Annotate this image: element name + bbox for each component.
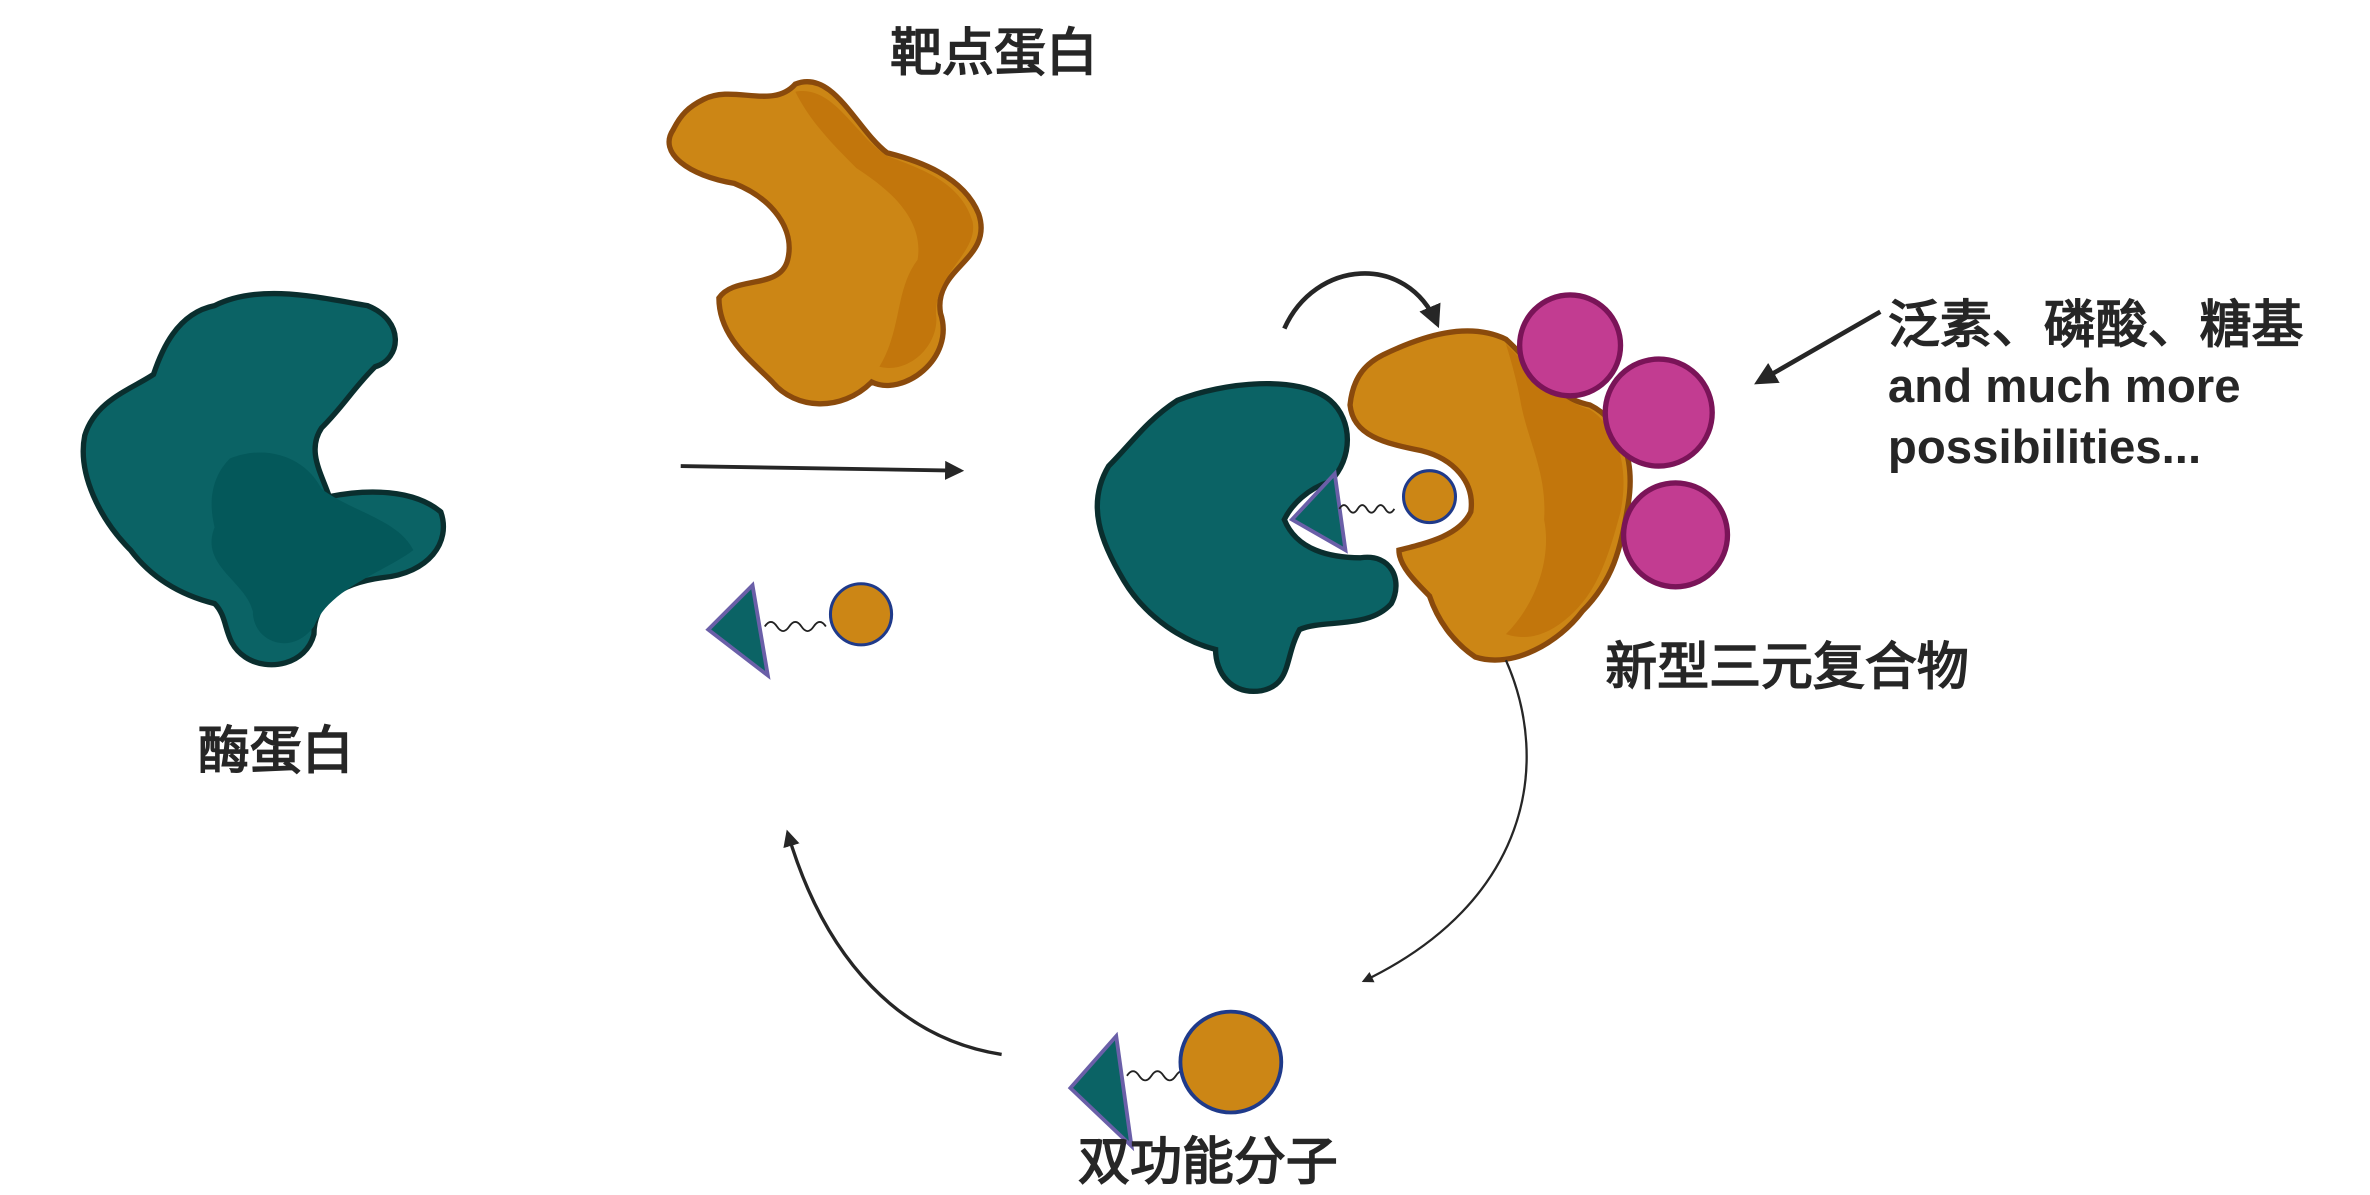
enzyme-protein-label: 酶蛋白 bbox=[198, 723, 354, 781]
modification-pointer-arrow bbox=[1754, 309, 1882, 385]
target-protein-label: 靶点蛋白 bbox=[890, 24, 1098, 82]
ternary-complex-icon bbox=[1094, 292, 1731, 694]
modification-circle bbox=[1602, 356, 1715, 469]
ternary-complex-label: 新型三元复合物 bbox=[1605, 639, 1969, 697]
transfer-arrow bbox=[1282, 271, 1441, 330]
modifications-label-line2: and much more bbox=[1888, 360, 2241, 413]
reaction-arrow bbox=[680, 460, 965, 480]
bifunctional-molecule-recycled-icon bbox=[1067, 1009, 1284, 1152]
modifications-label-line1: 泛素、磷酸、糖基 bbox=[1888, 296, 2304, 354]
enzyme-protein-icon bbox=[80, 290, 447, 668]
modification-circle bbox=[1620, 480, 1731, 590]
recycle-arrow bbox=[783, 829, 1002, 1057]
target-protein-icon bbox=[666, 79, 984, 407]
modifications-label-line3: possibilities... bbox=[1888, 421, 2201, 474]
modification-circle bbox=[1516, 292, 1624, 399]
bifunctional-molecule-icon bbox=[705, 581, 894, 680]
release-arrow bbox=[1361, 659, 1528, 983]
bifunctional-molecule-label: 双功能分子 bbox=[1078, 1134, 1338, 1192]
